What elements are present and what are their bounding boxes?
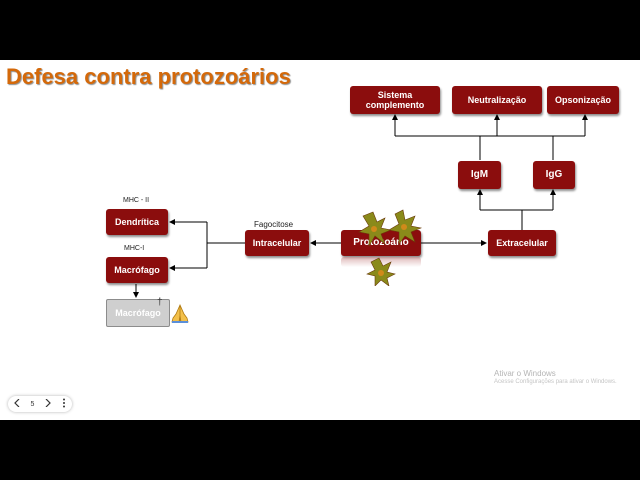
activate-windows-title: Ativar o Windows (494, 369, 556, 378)
opsonizacao-label: Opsonização (555, 95, 611, 105)
macrofago-faded-label: Macrófago (115, 308, 161, 318)
dendritica-label: Dendrítica (115, 217, 159, 227)
slide-pager: 5 (8, 396, 72, 412)
opsonizacao-box: Opsonização (547, 86, 619, 114)
cross-icon: † (157, 297, 163, 308)
intracelular-label: Intracelular (253, 238, 302, 248)
dendritica-box: Dendrítica (106, 209, 168, 235)
mhc-ii-label: MHC - II (123, 197, 149, 204)
neutralizacao-box: Neutralização (452, 86, 542, 114)
macrofago-box: Macrófago (106, 257, 168, 283)
chevron-left-icon[interactable] (14, 399, 20, 409)
praying-hands-icon (170, 304, 190, 324)
extracelular-label: Extracelular (496, 238, 548, 248)
igm-box: IgM (458, 161, 501, 189)
chevron-right-icon[interactable] (45, 399, 51, 409)
igg-box: IgG (533, 161, 575, 189)
activate-windows-subtitle: Acesse Configurações para ativar o Windo… (494, 379, 617, 385)
neutralizacao-label: Neutralização (468, 95, 527, 105)
extracelular-box: Extracelular (488, 230, 556, 256)
slide: Defesa contra protozoários (0, 60, 640, 420)
page-number: 5 (31, 401, 35, 408)
more-vertical-icon[interactable] (62, 398, 66, 410)
intracelular-box: Intracelular (245, 230, 309, 256)
macrofago-label: Macrófago (114, 265, 160, 275)
sistema-complemento-box: Sistema complemento (350, 86, 440, 114)
igg-label: IgG (546, 170, 563, 180)
fagocitose-label: Fagocitose (254, 220, 293, 229)
sistema-complemento-label: Sistema complemento (350, 90, 440, 110)
protozoa-icon (355, 206, 427, 286)
igm-label: IgM (471, 170, 488, 180)
mhc-i-label: MHC-I (124, 245, 144, 252)
